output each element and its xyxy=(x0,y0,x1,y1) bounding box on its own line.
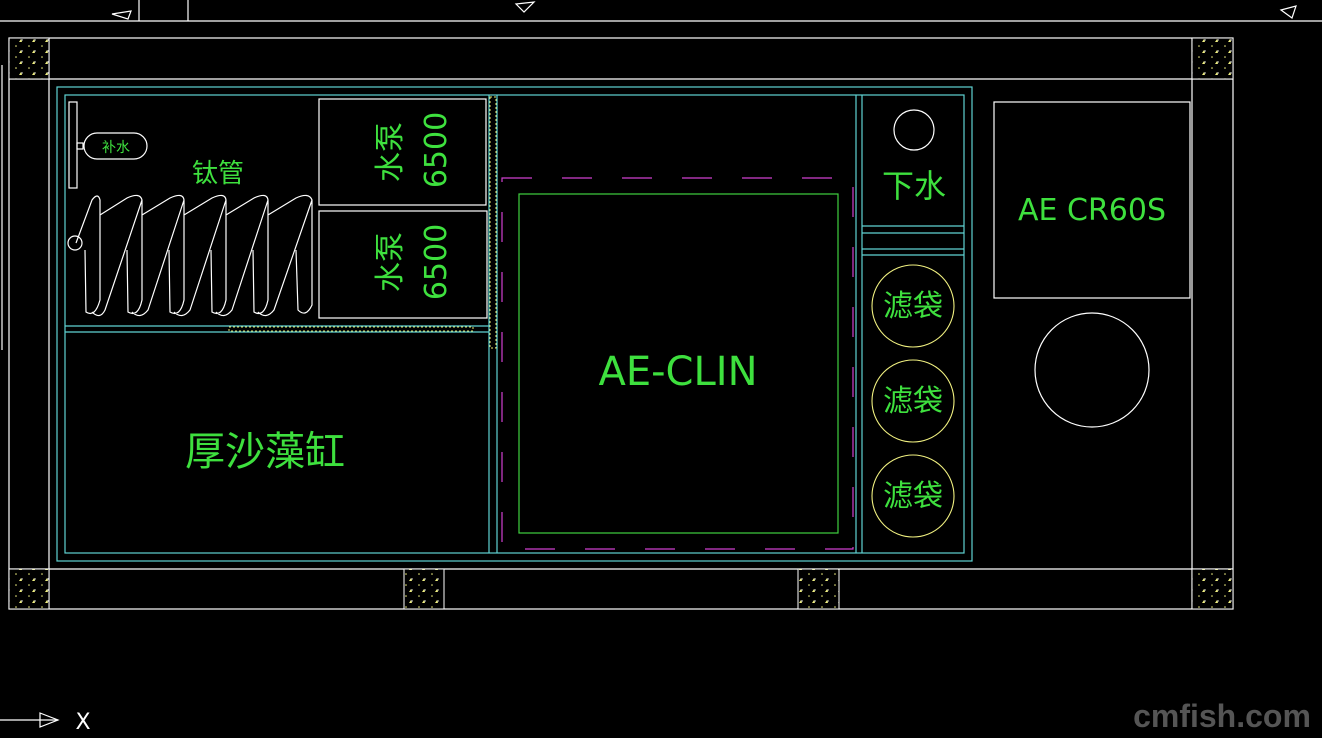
sump-tank xyxy=(56,86,973,562)
column-hatch xyxy=(8,568,50,610)
makeup-water-label: 补水 xyxy=(102,140,130,156)
sand-tank-label: 厚沙藻缸 xyxy=(185,429,345,475)
triangle-marker-icon xyxy=(1279,5,1297,19)
makeup-water-reservoir: 补水 xyxy=(68,101,148,189)
drain-pipe-icon xyxy=(893,109,935,151)
filter-bag: 滤袋 xyxy=(871,264,955,348)
column-hatch xyxy=(1191,37,1234,80)
axis-arrow-icon xyxy=(39,712,60,728)
pump-model: 6500 xyxy=(419,224,454,300)
outer-frame xyxy=(8,37,1234,610)
column-hatch xyxy=(797,568,840,610)
pump-label: 水泵 xyxy=(373,232,408,292)
titanium-tube-label: 钛管 xyxy=(192,159,244,189)
pump-model: 6500 xyxy=(419,112,454,188)
filter-bag-label: 滤袋 xyxy=(883,289,943,324)
watermark: cmfish.com xyxy=(1133,698,1311,734)
filter-bag: 滤袋 xyxy=(871,359,955,443)
round-reactor xyxy=(1034,312,1150,428)
drain: 下水 xyxy=(882,109,946,205)
pump-label: 水泵 xyxy=(373,122,408,182)
pump-top: 水泵 6500 xyxy=(318,98,487,206)
ae-cr60s-label: AE CR60S xyxy=(1018,193,1166,228)
ucs-axis: X xyxy=(0,710,91,735)
triangle-marker-icon xyxy=(514,1,536,13)
top-border xyxy=(0,0,1322,350)
filter-bag-label: 滤袋 xyxy=(883,479,943,514)
grating xyxy=(228,326,474,332)
column-hatch xyxy=(8,37,50,80)
titanium-tube-coil: 钛管 xyxy=(67,159,313,317)
grating xyxy=(489,96,497,349)
ae-cr60s-unit: AE CR60S xyxy=(993,101,1191,299)
triangle-marker-icon xyxy=(111,10,132,20)
axis-x-label: X xyxy=(75,710,90,735)
column-hatch xyxy=(403,568,445,610)
filter-bag: 滤袋 xyxy=(871,454,955,538)
ae-clin-label: AE-CLIN xyxy=(598,349,757,395)
ae-clin-unit: AE-CLIN xyxy=(501,177,854,550)
filter-bag-label: 滤袋 xyxy=(883,384,943,419)
drain-label: 下水 xyxy=(882,167,946,205)
column-hatch xyxy=(1191,568,1234,610)
pump-bottom: 水泵 6500 xyxy=(318,210,488,319)
